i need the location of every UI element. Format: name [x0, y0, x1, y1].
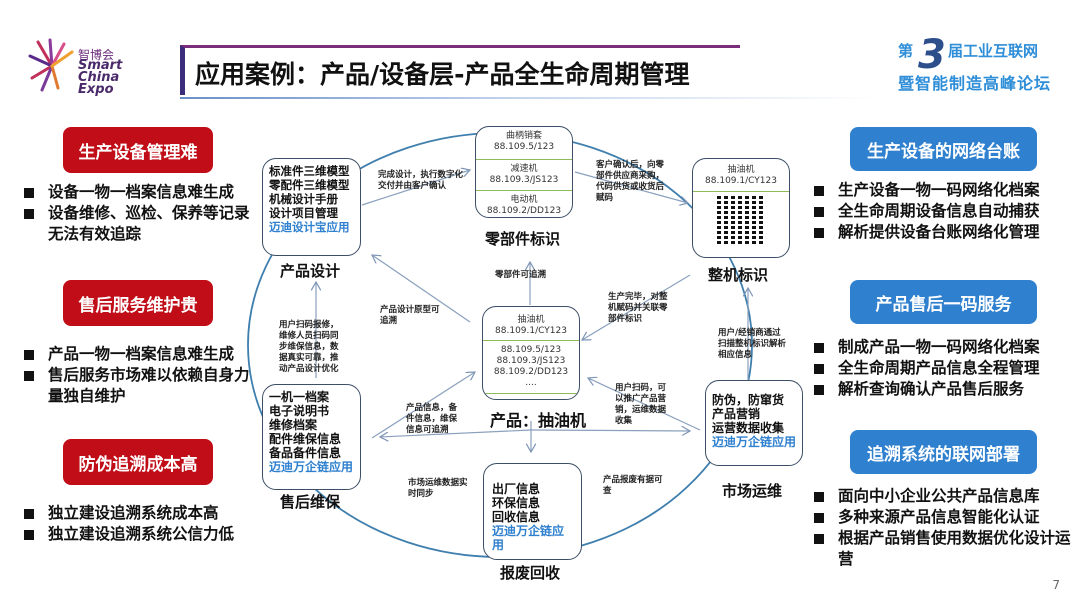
- page-title: 应用案例：产品/设备层-产品全生命周期管理: [195, 60, 690, 89]
- stage-label: 零部件标识: [485, 230, 561, 248]
- problem-list: 独立建设追溯系统成本高 独立建设追溯系统公信力低: [22, 503, 272, 545]
- stage-label: 整机标识: [708, 266, 769, 284]
- solution-heading: 产品售后一码服务: [850, 280, 1037, 324]
- solution-list: 面向中小企业公共产品信息库 多种来源产品信息智能化认证 根据产品销售使用数据优化…: [812, 486, 1074, 570]
- solution-heading: 追溯系统的联网部署: [850, 430, 1037, 474]
- forum-logo: 第 3 届工业互联网 暨智能制造高峰论坛: [898, 32, 1052, 93]
- annotation: 市场运维数据实时同步: [408, 478, 468, 499]
- market-ops-box: 防伪，防窜货 产品营销 运营数据收集 迈迪万企链应用: [705, 380, 803, 466]
- annotation: 产品信息，备件信息，维保信息可追溯: [406, 403, 458, 435]
- annotation: 用户扫码报修，维修人员扫码同步维保信息，数据真实可靠，推动产品设计优化: [279, 320, 339, 374]
- stage-label: 售后维保: [280, 493, 341, 511]
- logo-text: Smart China: [78, 58, 123, 85]
- problem-heading: 防伪追溯成本高: [63, 439, 213, 485]
- app-link: 迈迪设计宝应用: [269, 220, 350, 234]
- app-link: 迈迪万企链应用: [712, 435, 797, 449]
- annotation: 客户确认后，向零部件供应商采购，代码供货或收货后赋码: [596, 160, 665, 203]
- annotation: 零部件可追溯: [495, 270, 547, 280]
- logo-text: Expo: [78, 82, 114, 97]
- recycle-box: 出厂信息 环保信息 回收信息 迈迪万企链应用: [483, 463, 582, 560]
- product-design-box: 标准件三维模型 零配件三维模型 机械设计手册 设计项目管理 迈迪设计宝应用: [262, 158, 361, 256]
- stage-label: 产品设计: [280, 262, 341, 280]
- title-frame: [180, 45, 740, 95]
- burst-logo-icon: [28, 38, 74, 92]
- title-divider: [180, 97, 880, 99]
- problem-heading: 售后服务维护贵: [63, 280, 213, 326]
- annotation: 用户/经销商通过扫描整机标识解析相应信息: [718, 328, 787, 360]
- aftersales-box: 一机一档案 电子说明书 维修档案 配件维保信息 备品备件信息 迈迪万企链应用: [262, 384, 361, 490]
- app-link: 迈迪万企链应用: [269, 460, 354, 474]
- problem-list: 产品一物一档案信息难生成 售后服务市场难以依赖自身力量独自维护: [22, 344, 262, 407]
- problem-heading: 生产设备管理难: [63, 127, 213, 173]
- annotation: 产品报废有据可查: [603, 475, 663, 496]
- annotation: 用户扫码，可以推广产品营销，运维数据收集: [615, 383, 667, 426]
- stage-label: 市场运维: [722, 482, 783, 500]
- page-number: 7: [1052, 578, 1060, 592]
- app-link: 迈迪万企链应用: [492, 524, 565, 552]
- annotation: 生产完毕，对整机赋码并关联零部件标识: [608, 292, 668, 324]
- stage-label: 产品：抽油机: [490, 411, 587, 430]
- annotation: 完成设计，执行数字化交付并由客户确认: [378, 170, 464, 191]
- stage-label: 报废回收: [500, 564, 561, 582]
- solution-list: 生产设备一物一码网络化档案 全生命周期设备信息自动捕获 解析提供设备台账网络化管…: [812, 180, 1074, 243]
- solution-heading: 生产设备的网络台账: [850, 127, 1037, 171]
- solution-list: 制成产品一物一码网络化档案 全生命周期产品信息全程管理 解析查询确认产品售后服务: [812, 337, 1074, 400]
- qr-code-icon: [717, 196, 765, 244]
- annotation: 产品设计原型可追溯: [380, 305, 440, 326]
- problem-list: 设备一物一档案信息难生成 设备维修、巡检、保养等记录无法有效追踪: [22, 182, 262, 245]
